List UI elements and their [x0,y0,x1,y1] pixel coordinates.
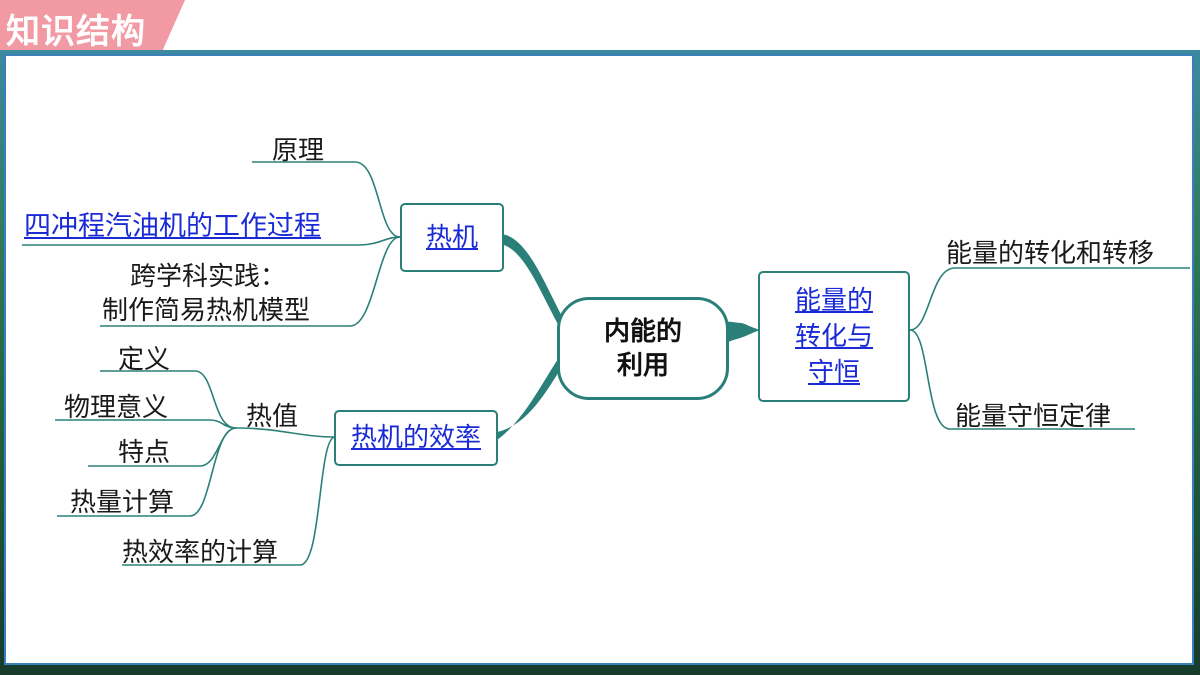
heat-engine-link[interactable]: 热机 [425,222,478,253]
central-topic-line1: 内能的 [603,316,682,347]
section-title: 知识结构 [6,12,146,52]
efficiency-link[interactable]: 热机的效率 [350,423,481,453]
section-tab [0,0,185,50]
heat-value-node: 热值 [246,402,299,432]
heat-value-feature: 特点 [118,438,171,468]
four-stroke-link[interactable]: 四冲程汽油机的工作过程 [24,211,321,242]
central-topic-line2: 利用 [616,350,669,381]
heat-value-meaning: 物理意义 [64,393,169,423]
central-topic: 内能的 利用 [557,297,729,400]
practice-title: 跨学科实践： [130,262,287,292]
energy-conversion: 能量的转化和转移 [946,239,1155,269]
energy-link-line2[interactable]: 转化与 [794,321,873,352]
heat-engine-node[interactable]: 热机 [400,203,504,272]
energy-node[interactable]: 能量的 转化与 守恒 [758,271,910,402]
energy-conservation-law: 能量守恒定律 [955,402,1112,432]
energy-link-line1[interactable]: 能量的 [794,285,873,316]
header-band [0,0,1200,50]
practice-model: 制作简易热机模型 [102,296,311,326]
energy-link-line3[interactable]: 守恒 [807,357,860,388]
heat-engine-principle: 原理 [272,136,325,166]
heat-quantity-calc: 热量计算 [70,488,175,518]
efficiency-node[interactable]: 热机的效率 [334,410,498,466]
heat-value-definition: 定义 [118,345,171,375]
efficiency-calc: 热效率的计算 [122,538,279,568]
